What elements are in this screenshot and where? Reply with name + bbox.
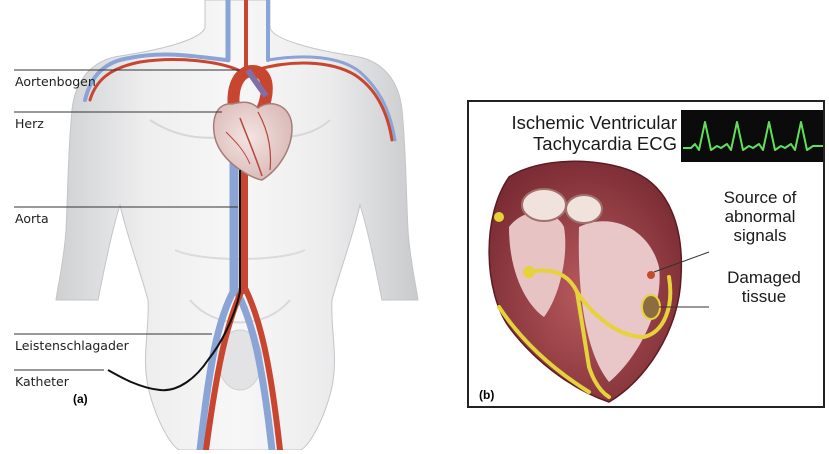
- panel-a-body-figure: Aortenbogen Herz Aorta Leistenschlagader…: [0, 0, 420, 450]
- ecg-strip: [681, 110, 825, 162]
- annotation-damaged: Damaged tissue: [709, 268, 819, 306]
- source-line1: Source of: [701, 188, 819, 207]
- ecg-title-line2: Tachycardia ECG: [477, 133, 677, 154]
- ecg-title: Ischemic Ventricular Tachycardia ECG: [477, 112, 677, 154]
- panel-b-heart-figure: Ischemic Ventricular Tachycardia ECG: [467, 100, 825, 408]
- damaged-tissue-mark: [642, 295, 660, 319]
- panel-b-tag: (b): [479, 388, 494, 402]
- annotation-source: Source of abnormal signals: [701, 188, 819, 245]
- label-aortic-arch: Aortenbogen: [15, 74, 96, 89]
- abnormal-signal-source: [647, 271, 655, 279]
- source-line3: signals: [701, 226, 819, 245]
- panel-a-tag: (a): [73, 392, 88, 406]
- label-aorta: Aorta: [15, 211, 49, 226]
- source-line2: abnormal: [701, 207, 819, 226]
- damaged-line1: Damaged: [709, 268, 819, 287]
- heart-cross-section: [469, 157, 729, 407]
- damaged-line2: tissue: [709, 287, 819, 306]
- label-heart: Herz: [15, 116, 44, 131]
- ecg-title-line1: Ischemic Ventricular: [477, 112, 677, 133]
- label-femoral-artery: Leistenschlagader: [15, 338, 129, 353]
- label-catheter: Katheter: [15, 374, 69, 389]
